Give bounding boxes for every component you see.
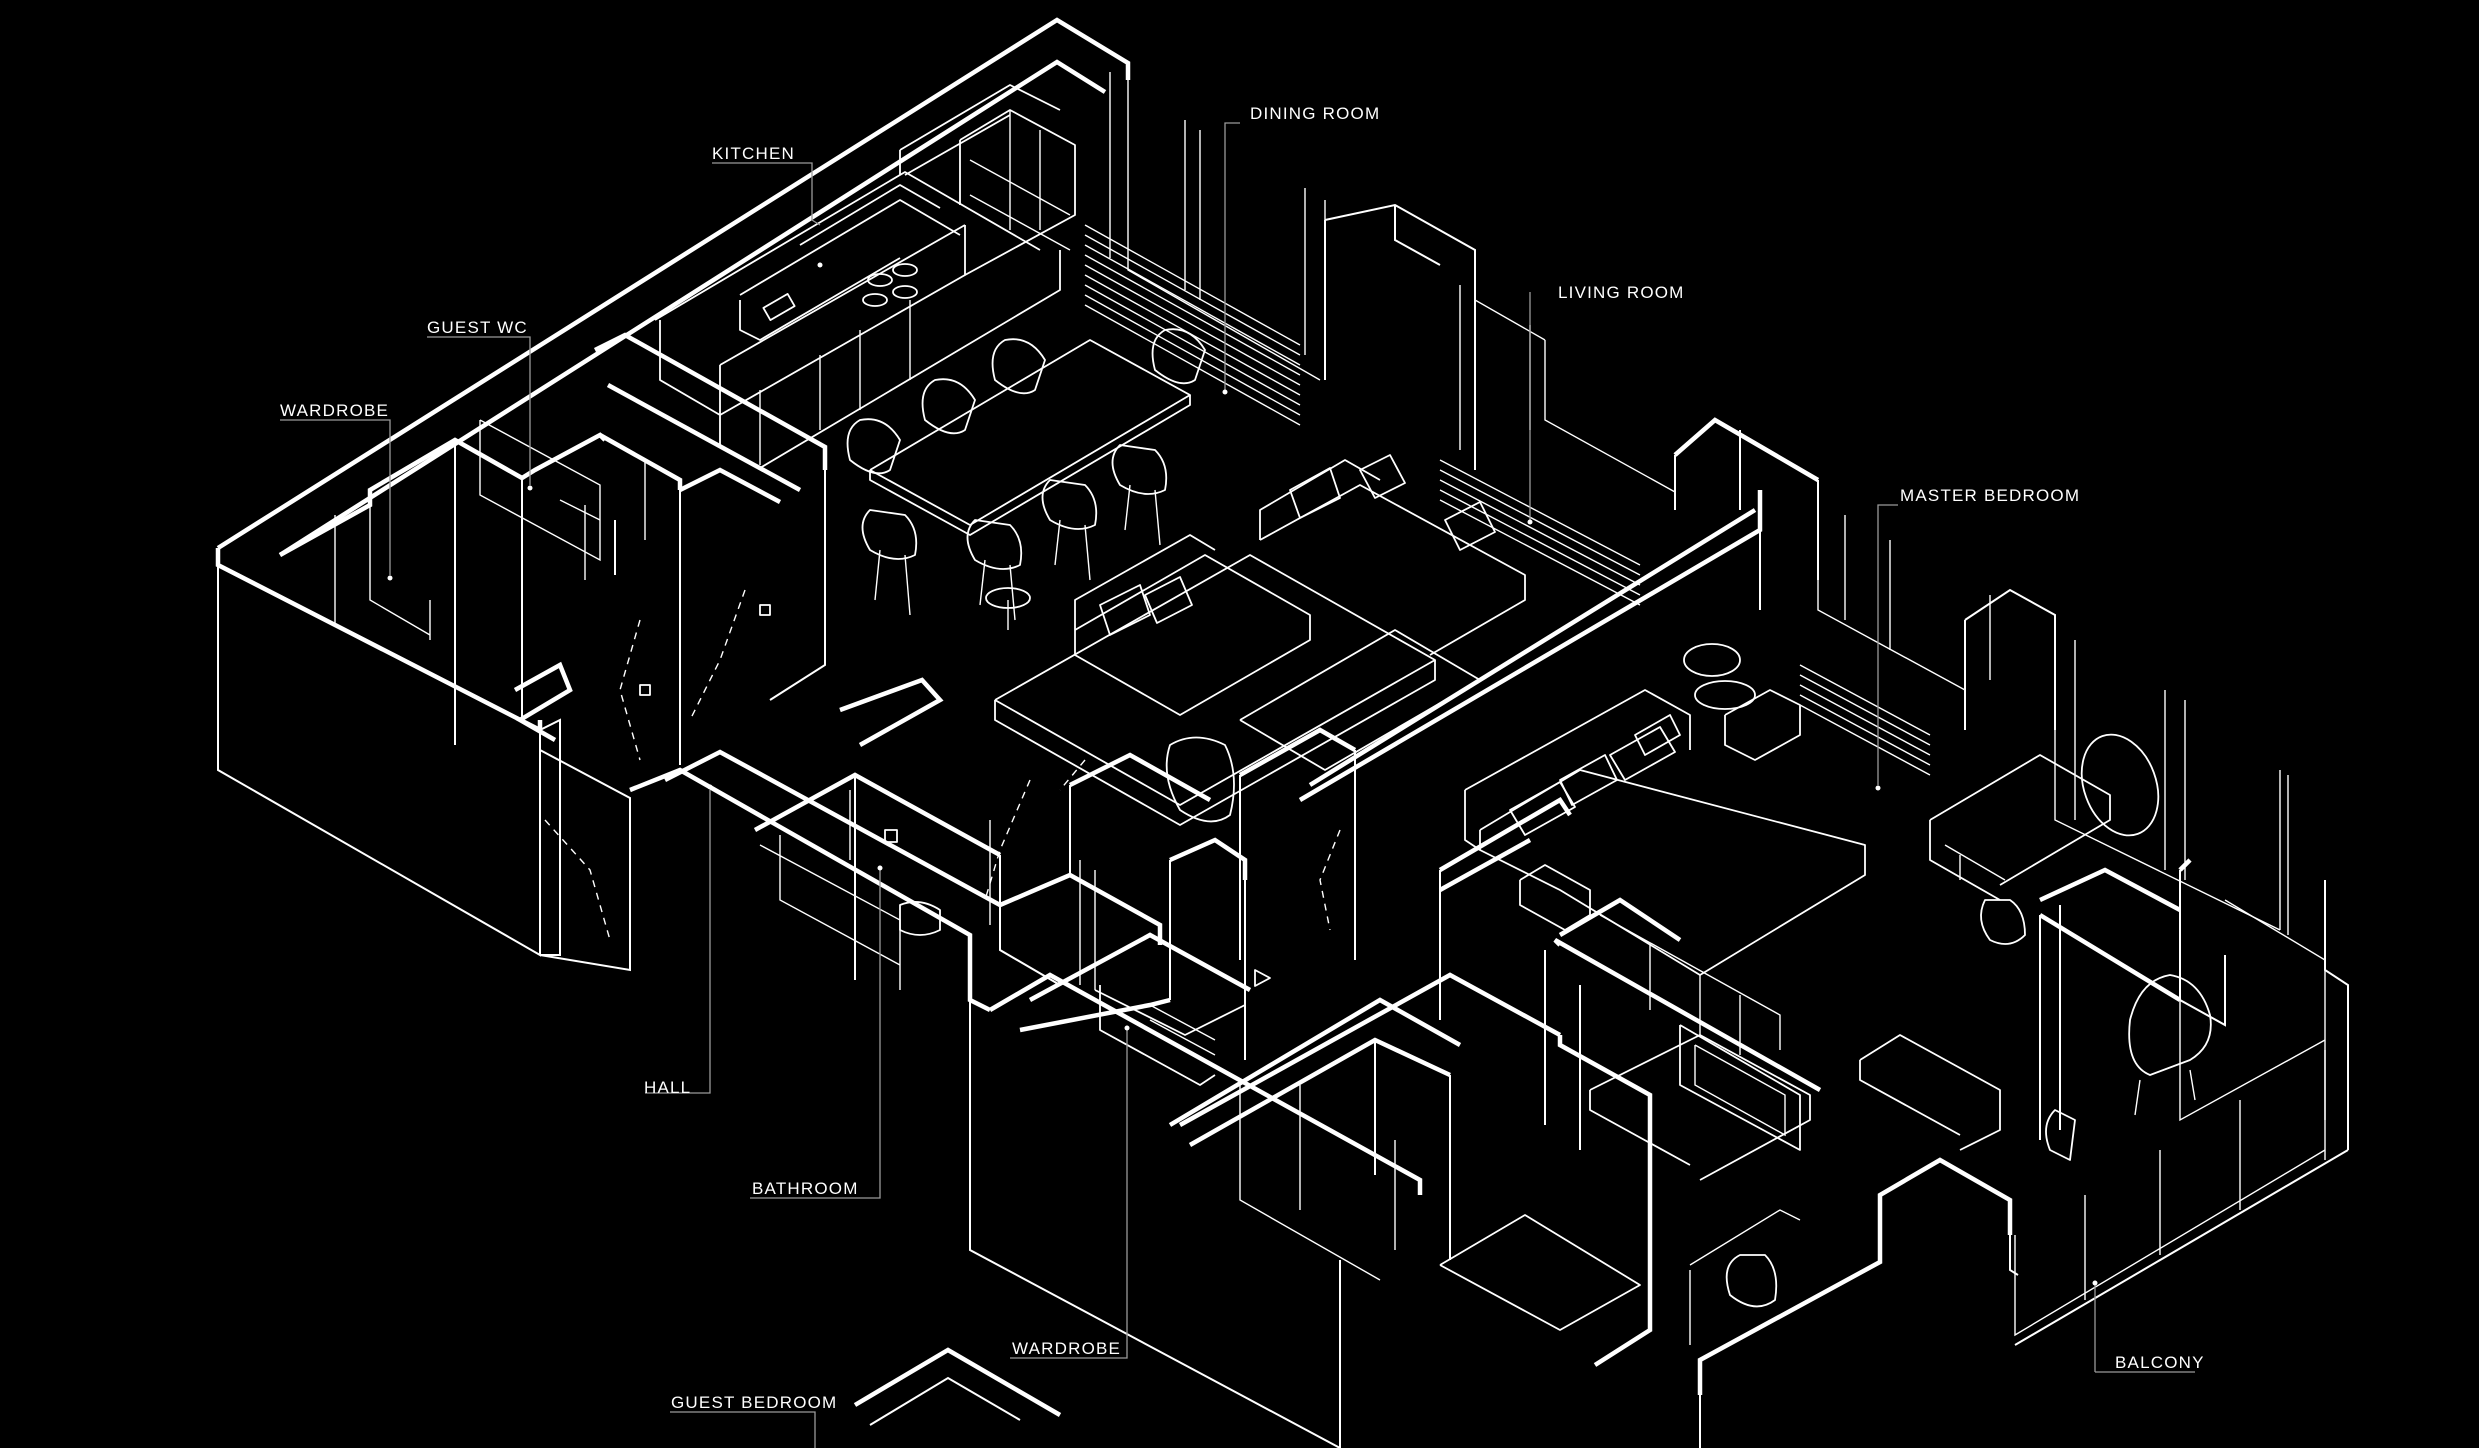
- wardrobe-fittings: [1079, 860, 1271, 1086]
- dining-table-group: [846, 328, 1206, 621]
- door-swings: [544, 589, 1341, 941]
- radiator-grille: [1799, 664, 1931, 776]
- master-bedroom-furniture: [1464, 643, 2160, 1151]
- windows: [1084, 72, 2349, 1346]
- label-balcony: BALCONY: [2115, 1353, 2205, 1372]
- label-guest-bedroom: GUEST BEDROOM: [671, 1393, 837, 1412]
- outer-walls: [215, 17, 2019, 1448]
- guest-wc-fittings: [334, 419, 771, 696]
- leader-lines: [280, 122, 2195, 1448]
- room-labels: KITCHEN DINING ROOM LIVING ROOM GUEST WC…: [280, 104, 2205, 1412]
- label-kitchen: KITCHEN: [712, 144, 795, 163]
- balcony-furniture: [2045, 974, 2212, 1161]
- label-guest-wc: GUEST WC: [427, 318, 528, 337]
- label-living-room: LIVING ROOM: [1558, 283, 1685, 302]
- label-wardrobe-2: WARDROBE: [1012, 1339, 1121, 1358]
- label-hall: HALL: [644, 1078, 691, 1097]
- label-master-bedroom: MASTER BEDROOM: [1900, 486, 2080, 505]
- living-room-furniture: [985, 454, 1526, 826]
- label-wardrobe-1: WARDROBE: [280, 401, 389, 420]
- radiator-grille: [1439, 459, 1641, 606]
- interior-walls: [278, 332, 2226, 1260]
- bathroom-fittings: [759, 790, 991, 990]
- guest-bedroom-furniture: [1239, 1024, 1811, 1345]
- label-bathroom: BATHROOM: [752, 1179, 859, 1198]
- kitchen-fittings: [654, 84, 1076, 469]
- label-dining-room: DINING ROOM: [1250, 104, 1380, 123]
- radiator-grille: [1084, 224, 1301, 426]
